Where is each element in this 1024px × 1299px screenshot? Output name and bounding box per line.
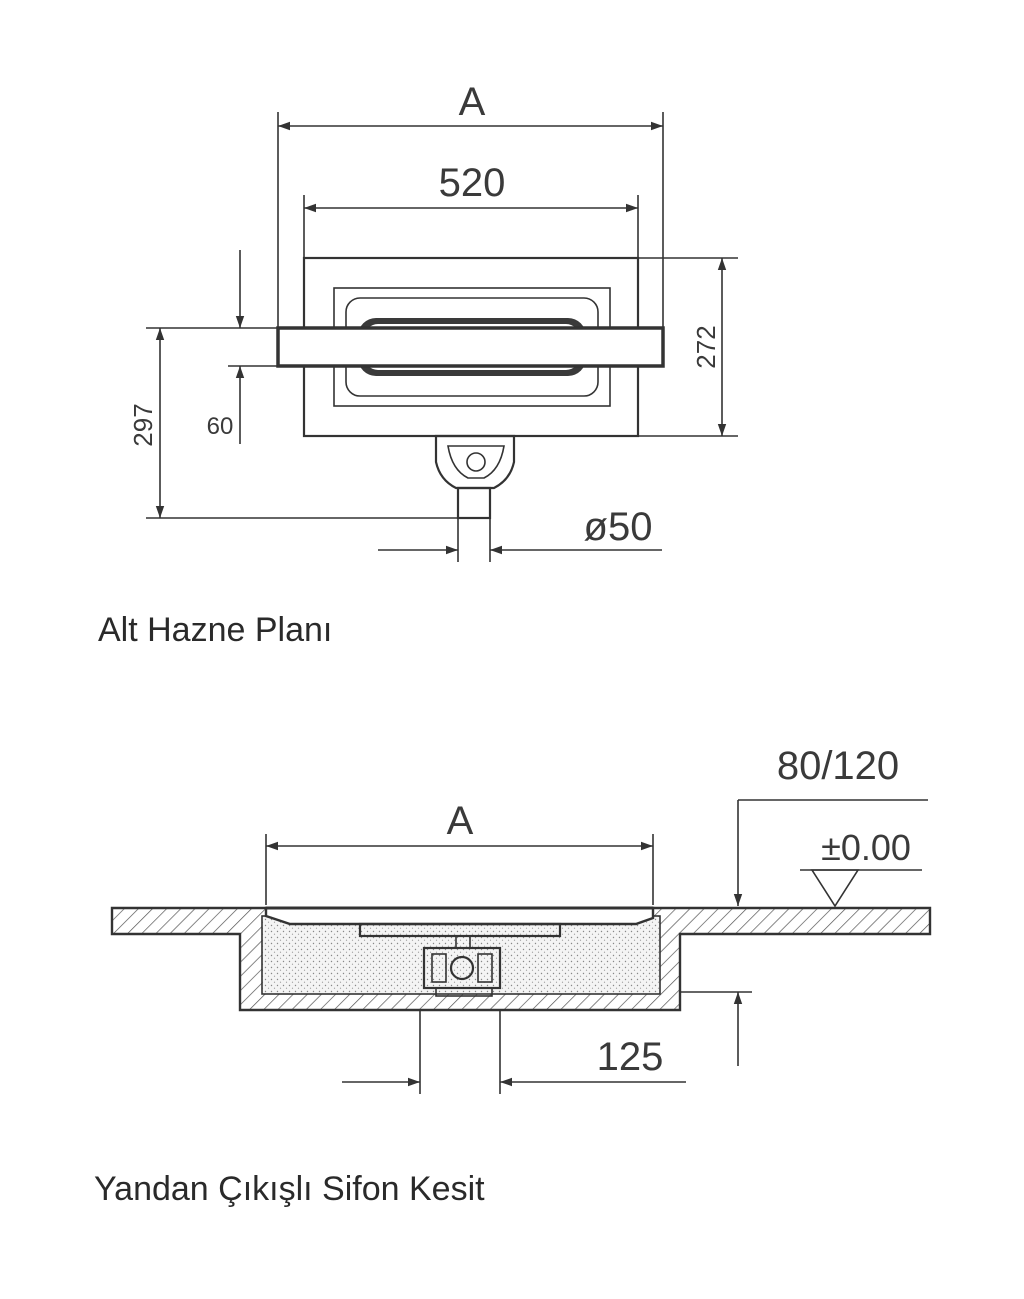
- dim-outlet-diameter-label: ø50: [584, 505, 653, 549]
- dim-overall-width-label: A: [459, 80, 486, 124]
- dim-outlet-width-label: 125: [597, 1035, 664, 1079]
- level-label: ±0.00: [821, 827, 911, 868]
- dim-offset: 60: [207, 250, 278, 444]
- dim-inner-width-label: 520: [439, 161, 506, 205]
- dim-section-width: A: [265, 799, 654, 905]
- dim-offset-label: 60: [207, 413, 234, 440]
- dim-floor-thickness-label: 80/120: [777, 744, 899, 788]
- dim-floor-thickness: 80/120: [680, 744, 928, 1066]
- tray-plate: [264, 906, 655, 926]
- dim-outlet-diameter: ø50: [378, 505, 662, 555]
- plan-view-caption: Alt Hazne Planı: [98, 611, 332, 649]
- recess-filler: [261, 915, 661, 995]
- cover-bar: [276, 326, 665, 368]
- level-marker: ±0.00: [800, 827, 922, 908]
- section-trap: [422, 946, 502, 997]
- dim-total-depth-label: 297: [128, 403, 158, 446]
- dim-total-depth: 297: [128, 327, 458, 519]
- dim-overall-width: A: [277, 80, 664, 330]
- section-view-caption: Yandan Çıkışlı Sifon Kesit: [94, 1170, 485, 1208]
- dim-inner-width: 520: [303, 161, 639, 258]
- section-view: A 125: [94, 744, 932, 1208]
- plan-view: A 520: [98, 80, 738, 649]
- trap-outlet: [434, 434, 516, 562]
- dim-depth-label: 272: [691, 325, 721, 368]
- dim-outlet-width: 125: [342, 1010, 686, 1094]
- dim-section-width-label: A: [447, 799, 474, 843]
- dim-depth: 272: [638, 257, 738, 437]
